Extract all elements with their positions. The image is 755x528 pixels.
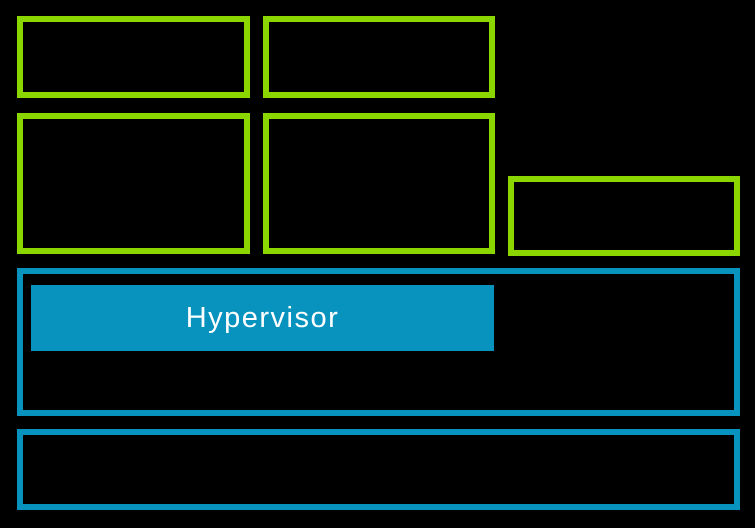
hypervisor-label: Hypervisor xyxy=(185,301,340,334)
vm-box-small-right xyxy=(508,176,740,256)
hardware-layer xyxy=(17,429,740,510)
vm-box-top-right xyxy=(263,16,495,98)
hypervisor-layer: Hypervisor xyxy=(17,268,740,416)
vm-box-middle-right xyxy=(263,113,495,254)
hypervisor-label-bar: Hypervisor xyxy=(31,285,494,351)
vm-box-top-left xyxy=(17,16,250,98)
vm-box-middle-left xyxy=(17,113,250,254)
